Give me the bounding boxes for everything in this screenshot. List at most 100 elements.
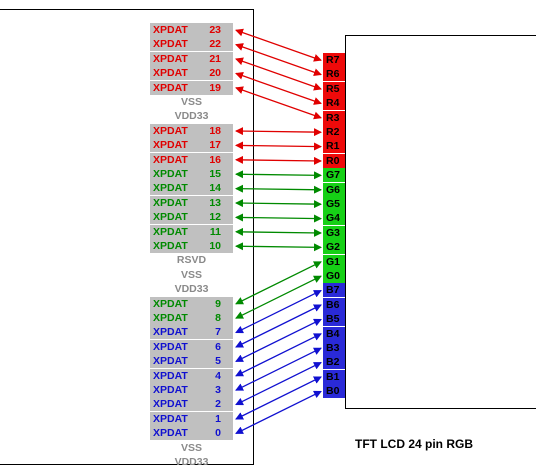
soc-pin-number: 2 (215, 398, 221, 411)
lcd-pin-b4: B4 (323, 326, 345, 341)
lcd-pin-g7: G7 (323, 168, 345, 183)
lcd-pin-r1: R1 (323, 139, 345, 154)
soc-pin-xpdat-6: XPDAT 6 (150, 339, 233, 354)
soc-pin-number: 10 (209, 240, 221, 252)
lcd-pin-g1: G1 (323, 254, 345, 269)
soc-pin-name: RSVD (176, 254, 207, 267)
soc-pin-name: VSS (180, 441, 202, 454)
soc-pin-name: XPDAT (153, 355, 188, 368)
lcd-pin-r5: R5 (323, 81, 345, 96)
soc-pin-name: XPDAT (153, 24, 188, 36)
arrow-g7 (235, 170, 322, 180)
soc-pin-name: XPDAT (153, 297, 188, 310)
soc-pin-number: 23 (209, 24, 221, 36)
soc-pin-name: XPDAT (153, 153, 188, 166)
lcd-pin-b3: B3 (323, 341, 345, 355)
soc-pin-number: 19 (209, 81, 221, 94)
soc-pin-number: 4 (215, 369, 221, 382)
soc-pin-xpdat-2: XPDAT 2 (150, 397, 233, 412)
lcd-pin-g5: G5 (323, 197, 345, 211)
soc-pin-number: 18 (209, 124, 221, 137)
soc-pin-name: XPDAT (153, 67, 188, 80)
soc-pin-name: VDD33 (174, 456, 209, 468)
soc-pin-number: 14 (209, 182, 221, 195)
arrow-r2 (235, 127, 322, 137)
soc-pin-vdd33: VDD33 (150, 282, 233, 296)
soc-pin-name: XPDAT (153, 384, 188, 396)
soc-pin-number: 1 (215, 412, 221, 425)
soc-pin-xpdat-9: XPDAT 9 (150, 296, 233, 311)
soc-pin-number: 5 (215, 355, 221, 368)
soc-pin-vss: VSS (150, 268, 233, 282)
soc-pin-name: XPDAT (153, 340, 188, 353)
arrow-g2 (235, 242, 322, 252)
soc-pin-number: 6 (215, 340, 221, 353)
soc-pin-name: XPDAT (153, 38, 188, 51)
lcd-pin-b2: B2 (323, 355, 345, 370)
soc-pin-name: XPDAT (153, 398, 188, 411)
lcd-pin-b0: B0 (323, 384, 345, 399)
arrow-r6 (235, 43, 322, 77)
soc-pin-name: VDD33 (174, 283, 209, 296)
lcd-pin-g0: G0 (323, 269, 345, 283)
soc-pin-name: XPDAT (153, 369, 188, 382)
soc-pin-name: XPDAT (153, 168, 188, 180)
soc-pin-vdd33: VDD33 (150, 455, 233, 469)
soc-pin-number: 7 (215, 326, 221, 339)
soc-pin-number: 17 (209, 139, 221, 152)
soc-pin-xpdat-3: XPDAT 3 (150, 383, 233, 397)
lcd-pin-b7: B7 (323, 283, 345, 298)
arrow-r4 (235, 71, 322, 105)
lcd-pin-r3: R3 (323, 110, 345, 125)
soc-pin-xpdat-18: XPDAT 18 (150, 123, 233, 138)
soc-pin-name: VDD33 (174, 110, 209, 123)
soc-pin-name: XPDAT (153, 124, 188, 137)
lcd-pin-r4: R4 (323, 96, 345, 111)
soc-pin-xpdat-14: XPDAT 14 (150, 181, 233, 196)
lcd-pin-g6: G6 (323, 182, 345, 197)
lcd-pin-r6: R6 (323, 67, 345, 82)
soc-pin-number: 16 (209, 153, 221, 166)
soc-pin-number: 11 (209, 225, 221, 238)
soc-pin-number: 15 (209, 168, 221, 180)
lcd-caption: TFT LCD 24 pin RGB (355, 437, 473, 451)
lcd-pin-g3: G3 (323, 225, 345, 240)
soc-pin-name: XPDAT (153, 225, 188, 238)
lcd-pin-g2: G2 (323, 240, 345, 255)
soc-pin-name: XPDAT (153, 196, 188, 209)
soc-pin-xpdat-5: XPDAT 5 (150, 354, 233, 369)
soc-pin-xpdat-19: XPDAT 19 (150, 80, 233, 95)
soc-pin-xpdat-16: XPDAT 16 (150, 152, 233, 167)
soc-pin-rsvd: RSVD (150, 253, 233, 267)
soc-pin-name: XPDAT (153, 211, 188, 224)
soc-pin-name: XPDAT (153, 52, 188, 65)
arrow-r1 (235, 141, 322, 151)
arrow-r3 (235, 86, 322, 120)
arrow-g3 (235, 227, 322, 237)
soc-pin-xpdat-15: XPDAT 15 (150, 167, 233, 181)
soc-pin-number: 13 (209, 196, 221, 209)
lcd-pin-r7: R7 (323, 53, 345, 67)
soc-pin-xpdat-23: XPDAT 23 (150, 23, 233, 37)
soc-pin-number: 3 (215, 384, 221, 396)
arrow-g5 (235, 199, 322, 209)
lcd-pin-b5: B5 (323, 312, 345, 327)
lcd-pin-r2: R2 (323, 125, 345, 139)
soc-pin-name: XPDAT (153, 81, 188, 94)
soc-pin-xpdat-11: XPDAT 11 (150, 224, 233, 239)
soc-pin-xpdat-13: XPDAT 13 (150, 195, 233, 210)
lcd-pin-g4: G4 (323, 211, 345, 226)
soc-pin-name: XPDAT (153, 182, 188, 195)
soc-pin-number: 9 (215, 297, 221, 310)
arrow-r0 (235, 155, 322, 165)
tft-lcd-box (345, 35, 536, 409)
